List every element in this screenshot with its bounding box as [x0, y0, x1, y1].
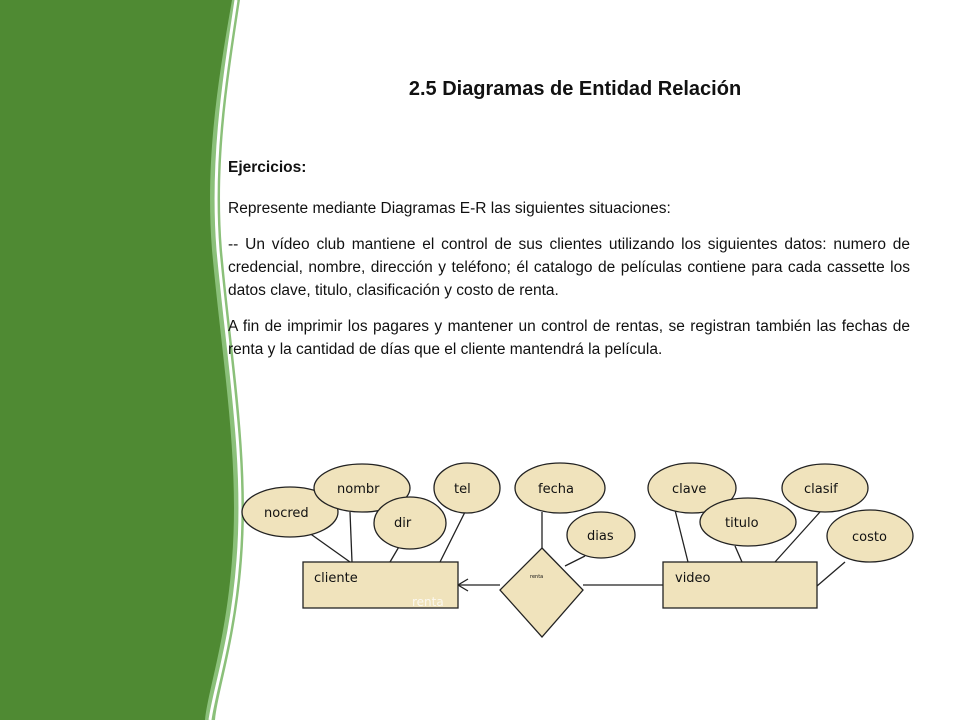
attribute-fecha-label: fecha	[538, 482, 574, 497]
attribute-dias-ellipse	[566, 511, 636, 559]
entity-video-box	[662, 561, 818, 609]
edge-clasif-video	[774, 511, 821, 563]
edge-dias-renta	[564, 555, 586, 567]
attribute-clave-ellipse	[647, 462, 737, 514]
attribute-nombr-ellipse	[313, 463, 411, 513]
attribute-nombr-label: nombr	[337, 482, 380, 497]
attribute-titulo-label: titulo	[725, 516, 759, 531]
attribute-clasif-label: clasif	[804, 482, 838, 497]
exercises-heading: Ejercicios:	[228, 159, 307, 176]
edge-costo-video	[816, 561, 846, 587]
banner-white-gap	[208, 0, 242, 720]
paragraph-rentals: A fin de imprimir los pagares y mantener…	[228, 318, 910, 358]
edge-nocred-cliente	[304, 529, 351, 563]
attribute-clave-label: clave	[672, 482, 706, 497]
entity-cliente-label: cliente	[314, 571, 358, 586]
attribute-nocred-label: nocred	[264, 506, 309, 521]
attribute-titulo-ellipse	[699, 497, 797, 547]
attribute-clasif-ellipse	[781, 463, 869, 513]
relationship-renta-overlay: renta	[412, 595, 444, 609]
entity-video-label: video	[675, 571, 711, 586]
slide-title: 2.5 Diagramas de Entidad Relación	[408, 78, 742, 100]
attribute-dir-ellipse	[373, 496, 447, 550]
attribute-fecha-ellipse	[514, 462, 606, 514]
attribute-nocred-ellipse	[241, 486, 339, 538]
edge-nombr-cliente	[349, 511, 353, 563]
relationship-renta-label: renta	[530, 574, 543, 580]
paragraph-video-club: -- Un vídeo club mantiene el control de …	[228, 236, 910, 299]
attribute-costo-label: costo	[852, 530, 887, 545]
attribute-dir-label: dir	[394, 516, 412, 531]
attribute-costo-ellipse	[826, 509, 914, 563]
intro-text: Represente mediante Diagramas E-R las si…	[228, 200, 671, 217]
edge-tel-cliente	[439, 511, 466, 563]
edge-titulo-video	[734, 545, 743, 563]
attribute-dias-label: dias	[587, 529, 614, 544]
attribute-tel-label: tel	[454, 482, 471, 497]
slide-body: Ejercicios: Represente mediante Diagrama…	[228, 156, 910, 374]
entity-cliente-box	[302, 561, 459, 609]
attribute-tel-ellipse	[433, 462, 501, 514]
banner-dark-fill	[0, 0, 234, 720]
relationship-renta-diamond	[499, 547, 584, 638]
edge-clave-video	[674, 509, 689, 563]
